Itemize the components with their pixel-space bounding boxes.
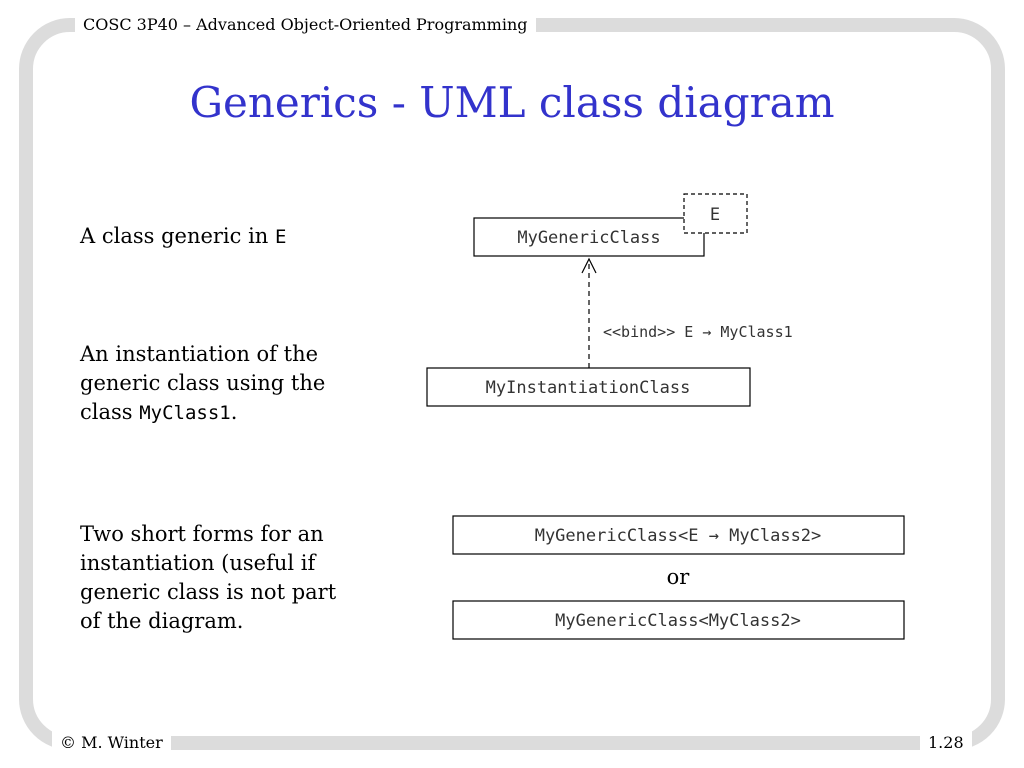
or-label: or [667, 565, 691, 589]
short-forms-line-3: generic class is not part [80, 580, 337, 604]
generic-description-text: A class generic in [80, 224, 275, 248]
instantiation-line-1: An instantiation of the [80, 342, 319, 366]
bind-arrowhead [581, 257, 597, 274]
instantiation-line-3: class MyClass1. [80, 398, 325, 428]
instantiation-line-2: generic class using the [80, 371, 326, 395]
short-forms-line-4: of the diagram. [80, 609, 244, 633]
instantiation-class-label: MyInstantiationClass [486, 378, 691, 398]
instantiation-description: An instantiation of the generic class us… [80, 340, 325, 428]
generic-description: A class generic in E [80, 222, 286, 252]
instantiation-class-box [426, 367, 751, 407]
type-parameter-box [683, 193, 748, 234]
generic-class-box [473, 217, 705, 257]
course-header: COSC 3P40 – Advanced Object-Oriented Pro… [75, 10, 536, 40]
short-form-1-box [452, 515, 905, 555]
instantiation-line-3-prefix: class [80, 400, 140, 424]
instantiation-line-3-suffix: . [230, 400, 238, 424]
generic-description-code: E [275, 226, 287, 248]
slide-title: Generics - UML class diagram [189, 78, 835, 127]
generic-class-label: MyGenericClass [517, 228, 660, 248]
footer-author: © M. Winter [52, 730, 171, 756]
short-form-1-label: MyGenericClass<E → MyClass2> [535, 526, 822, 546]
type-parameter-label: E [710, 205, 720, 225]
short-forms-line-1: Two short forms for an [80, 522, 324, 546]
short-forms-description: Two short forms for an instantiation (us… [80, 520, 336, 636]
short-form-2-box [452, 600, 905, 640]
footer-page-number: 1.28 [920, 730, 972, 756]
short-forms-line-2: instantiation (useful if [80, 551, 316, 575]
instantiation-line-3-code: MyClass1 [139, 402, 231, 424]
bind-label: <<bind>> E → MyClass1 [603, 323, 793, 341]
short-form-2-label: MyGenericClass<MyClass2> [555, 611, 801, 631]
